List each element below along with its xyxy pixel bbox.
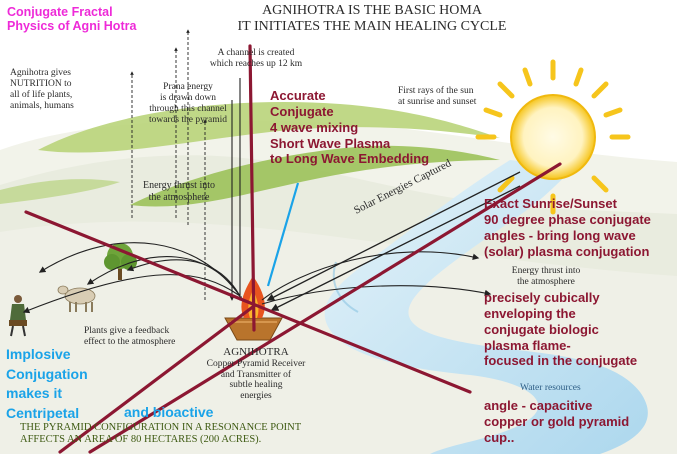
cow-icon <box>57 285 96 312</box>
label-first-rays: First rays of the sun at sunrise and sun… <box>398 86 477 107</box>
label-energy-thrust-atmosphere: Energy thrust into the atmosphere <box>142 180 216 203</box>
channel-lines <box>229 78 243 301</box>
title-line-2: IT INITIATES THE MAIN HEALING CYCLE <box>237 19 507 35</box>
conjugate-lines <box>24 44 562 454</box>
title-line-1: AGNIHOTRA IS THE BASIC HOMA <box>262 3 482 18</box>
solar-energy-arrows <box>266 171 521 311</box>
overlay-title: Conjugate Fractal Physics of Agni Hotra <box>7 5 136 34</box>
overlay-title-line-2: Physics of Agni Hotra <box>7 19 137 34</box>
annotation-exact-sunrise: Exact Sunrise/Sunset 90 degree phase con… <box>484 196 651 259</box>
person-icon <box>9 295 27 337</box>
vertical-energy-arrows <box>130 29 207 300</box>
label-energy-thrust-right: Energy thrust into the atmosphere <box>511 266 581 287</box>
overlay-title-line-1: Conjugate Fractal <box>7 5 113 19</box>
label-pyramid-configuration: THE PYRAMID CONFIGURATION IN A RESONANCE… <box>20 422 302 446</box>
main-title: AGNIHOTRA IS THE BASIC HOMA IT INITIATES… <box>222 3 522 35</box>
annotation-angle-capacitive: angle - capacitive copper or gold pyrami… <box>484 398 630 445</box>
annotation-bioactive: and bioactive <box>124 404 214 420</box>
sun-icon <box>475 59 631 215</box>
label-channel: A channel is created which reaches up 12… <box>209 48 303 69</box>
label-water-resources: Water resources <box>520 383 581 393</box>
agnihotra-title: AGNIHOTRA <box>223 346 289 358</box>
label-agnihotra: AGNIHOTRA Copper Pyramid Receiver and Tr… <box>196 346 316 402</box>
label-prana: Prana energy is drawn down through this … <box>148 82 228 125</box>
energy-arcs <box>22 242 492 314</box>
label-nutrition: Agnihotra gives NUTRITION to all of life… <box>10 68 74 111</box>
annotation-precisely-cubically: precisely cubically enveloping the conju… <box>484 290 638 369</box>
label-plants-feedback: Plants give a feedback effect to the atm… <box>84 326 176 347</box>
cyan-pointer <box>266 182 300 287</box>
annotation-accurate-conjugate: Accurate Conjugate 4 wave mixing Short W… <box>270 88 430 167</box>
annotation-implosive-conjugation: Implosive Conjugation makes it Centripet… <box>6 346 88 421</box>
green-hill-bands <box>0 101 500 207</box>
